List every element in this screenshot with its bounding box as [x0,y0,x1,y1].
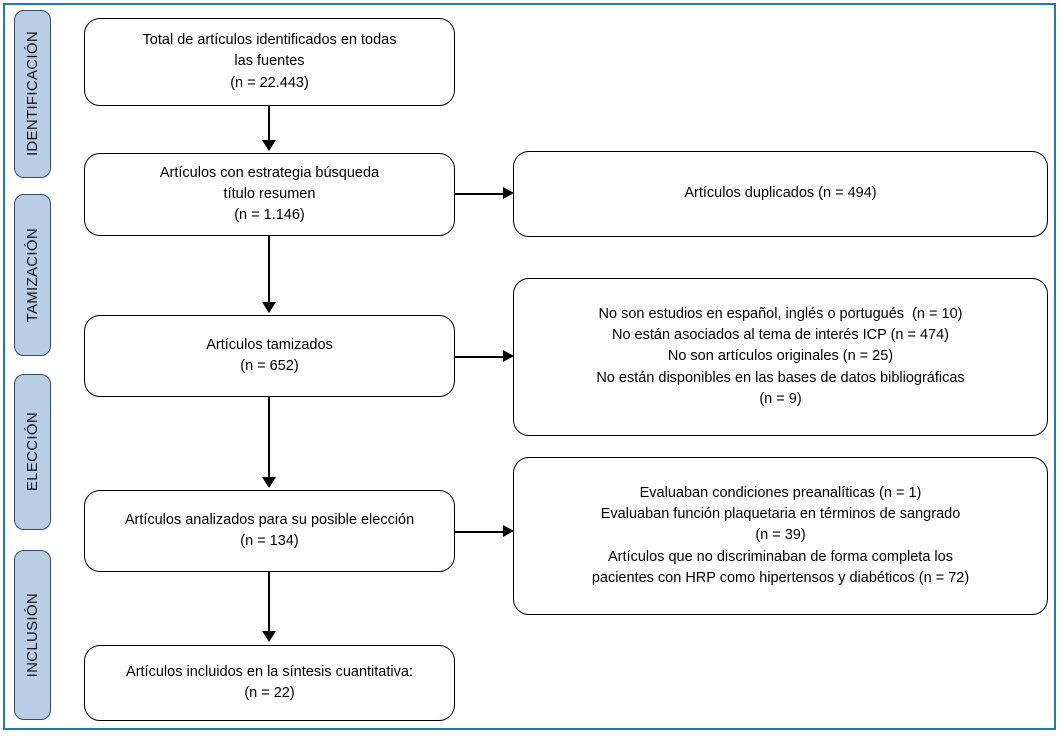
box-screening-exclusions-line-2: No están asociados al tema de interés IC… [611,327,950,344]
stage-label-inclusion: INCLUSIÓN [14,550,51,720]
stage-label-identificacion: IDENTIFICACIÓN [14,10,51,178]
box-identified-records-line-1: Total de artículos identificados en toda… [142,32,397,49]
box-eligibility-exclusions-line-1: Evaluaban condiciones preanalíticas (n =… [639,485,922,502]
box-screened-records-line-2: (n = 652) [240,358,299,374]
stage-label-identificacion-text: IDENTIFICACIÓN [24,31,41,157]
box-screened-records-line-1: Artículos tamizados [206,336,333,353]
connector-eligibility-to-included [268,572,270,633]
box-duplicates-line-1: Artículos duplicados (n = 494) [684,185,877,202]
arrow-search-to-screened [262,302,276,313]
stage-label-eleccion-text: ELECCIÓN [24,412,41,492]
box-screening-exclusions-line-1: No son estudios en español, inglés o por… [598,306,963,323]
box-identified-records-line-2: las fuentes [234,53,305,70]
box-eligibility-records-line-2: (n = 134) [240,533,299,549]
stage-label-tamizacion: TAMIZACIÓN [14,194,51,356]
box-eligibility-exclusions-line-3: (n = 39) [755,527,806,544]
box-included-records: Artículos incluidos en la síntesis cuant… [84,645,455,721]
box-included-records-line-1: Artículos incluidos en la síntesis cuant… [126,663,413,680]
stage-label-inclusion-text: INCLUSIÓN [24,592,41,678]
connector-identified-to-search [268,106,270,142]
arrow-identified-to-search [262,140,276,151]
arrow-eligibility-to-exclusions [503,525,514,537]
box-duplicates: Artículos duplicados (n = 494) [513,151,1048,237]
box-search-strategy-line-2: título resumen [223,185,316,202]
box-eligibility-exclusions-line-4: Artículos que no discriminaban de forma … [608,548,953,565]
connector-search-to-screened [268,236,270,304]
arrow-screened-to-exclusions [503,350,514,362]
arrow-eligibility-to-included [262,631,276,642]
box-eligibility-records-line-1: Artículos analizados para su posible ele… [124,511,415,528]
box-eligibility-records: Artículos analizados para su posible ele… [84,490,455,572]
stage-label-eleccion: ELECCIÓN [14,374,51,530]
box-screening-exclusions-line-5: (n = 9) [759,390,802,407]
connector-search-to-duplicates [455,193,505,195]
arrow-screened-to-eligibility [262,477,276,488]
box-screening-exclusions-line-3: No son artículos originales (n = 25) [667,348,894,365]
box-identified-records-line-3: (n = 22.443) [230,74,309,91]
box-screened-records: Artículos tamizados (n = 652) [84,315,455,397]
box-search-strategy-line-1: Artículos con estrategia búsqueda [159,164,380,181]
box-search-strategy-records: Artículos con estrategia búsqueda título… [84,153,455,236]
stage-label-tamizacion-text: TAMIZACIÓN [24,227,41,323]
arrow-search-to-duplicates [503,187,514,199]
connector-screened-to-eligibility [268,397,270,479]
box-screening-exclusions: No son estudios en español, inglés o por… [513,278,1048,436]
box-identified-records: Total de artículos identificados en toda… [84,18,455,106]
box-screening-exclusions-line-4: No están disponibles en las bases de dat… [596,369,965,386]
box-eligibility-exclusions: Evaluaban condiciones preanalíticas (n =… [513,457,1048,615]
box-eligibility-exclusions-line-2: Evaluaban función plaquetaria en término… [600,506,961,523]
connector-screened-to-exclusions [455,356,505,358]
connector-eligibility-to-exclusions [455,531,505,533]
box-eligibility-exclusions-line-5: pacientes con HRP como hipertensos y dia… [591,569,970,586]
box-included-records-line-2: (n = 22) [244,685,295,701]
box-search-strategy-line-3: (n = 1.146) [234,207,305,223]
